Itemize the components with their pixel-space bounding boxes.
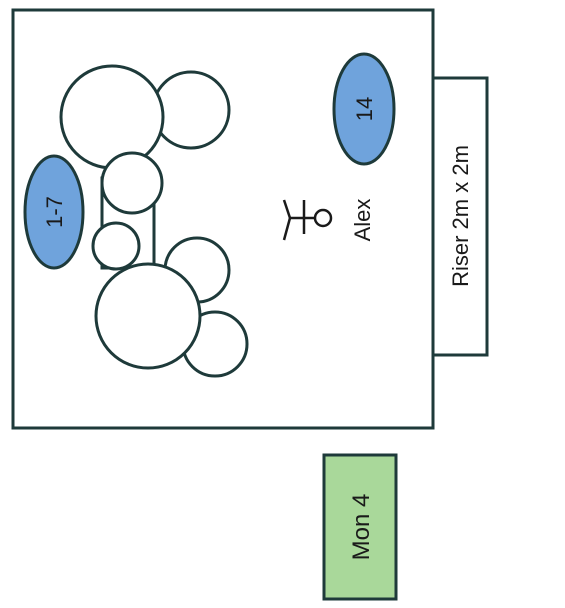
- drum-tom-top: [151, 70, 231, 150]
- drum-cymbal-top: [59, 64, 165, 170]
- monitor-wedge: [322, 453, 398, 601]
- riser: [431, 76, 489, 357]
- drum-snare: [100, 151, 164, 215]
- monitor-label: Mon 4: [348, 494, 375, 561]
- channel-label-1-7: 1-7: [42, 196, 67, 228]
- drum-kit-icon: [59, 64, 249, 378]
- performer-name: Alex: [350, 199, 375, 242]
- channel-label-14: 14: [352, 97, 377, 121]
- riser-label: Riser 2m x 2m: [448, 145, 473, 287]
- drum-bass-kick: [94, 262, 202, 370]
- channel-marker-1-7: 1-7: [23, 154, 85, 270]
- channel-marker-14: 14: [332, 52, 396, 166]
- performer-icon: [282, 199, 333, 241]
- drum-hihat: [91, 221, 141, 271]
